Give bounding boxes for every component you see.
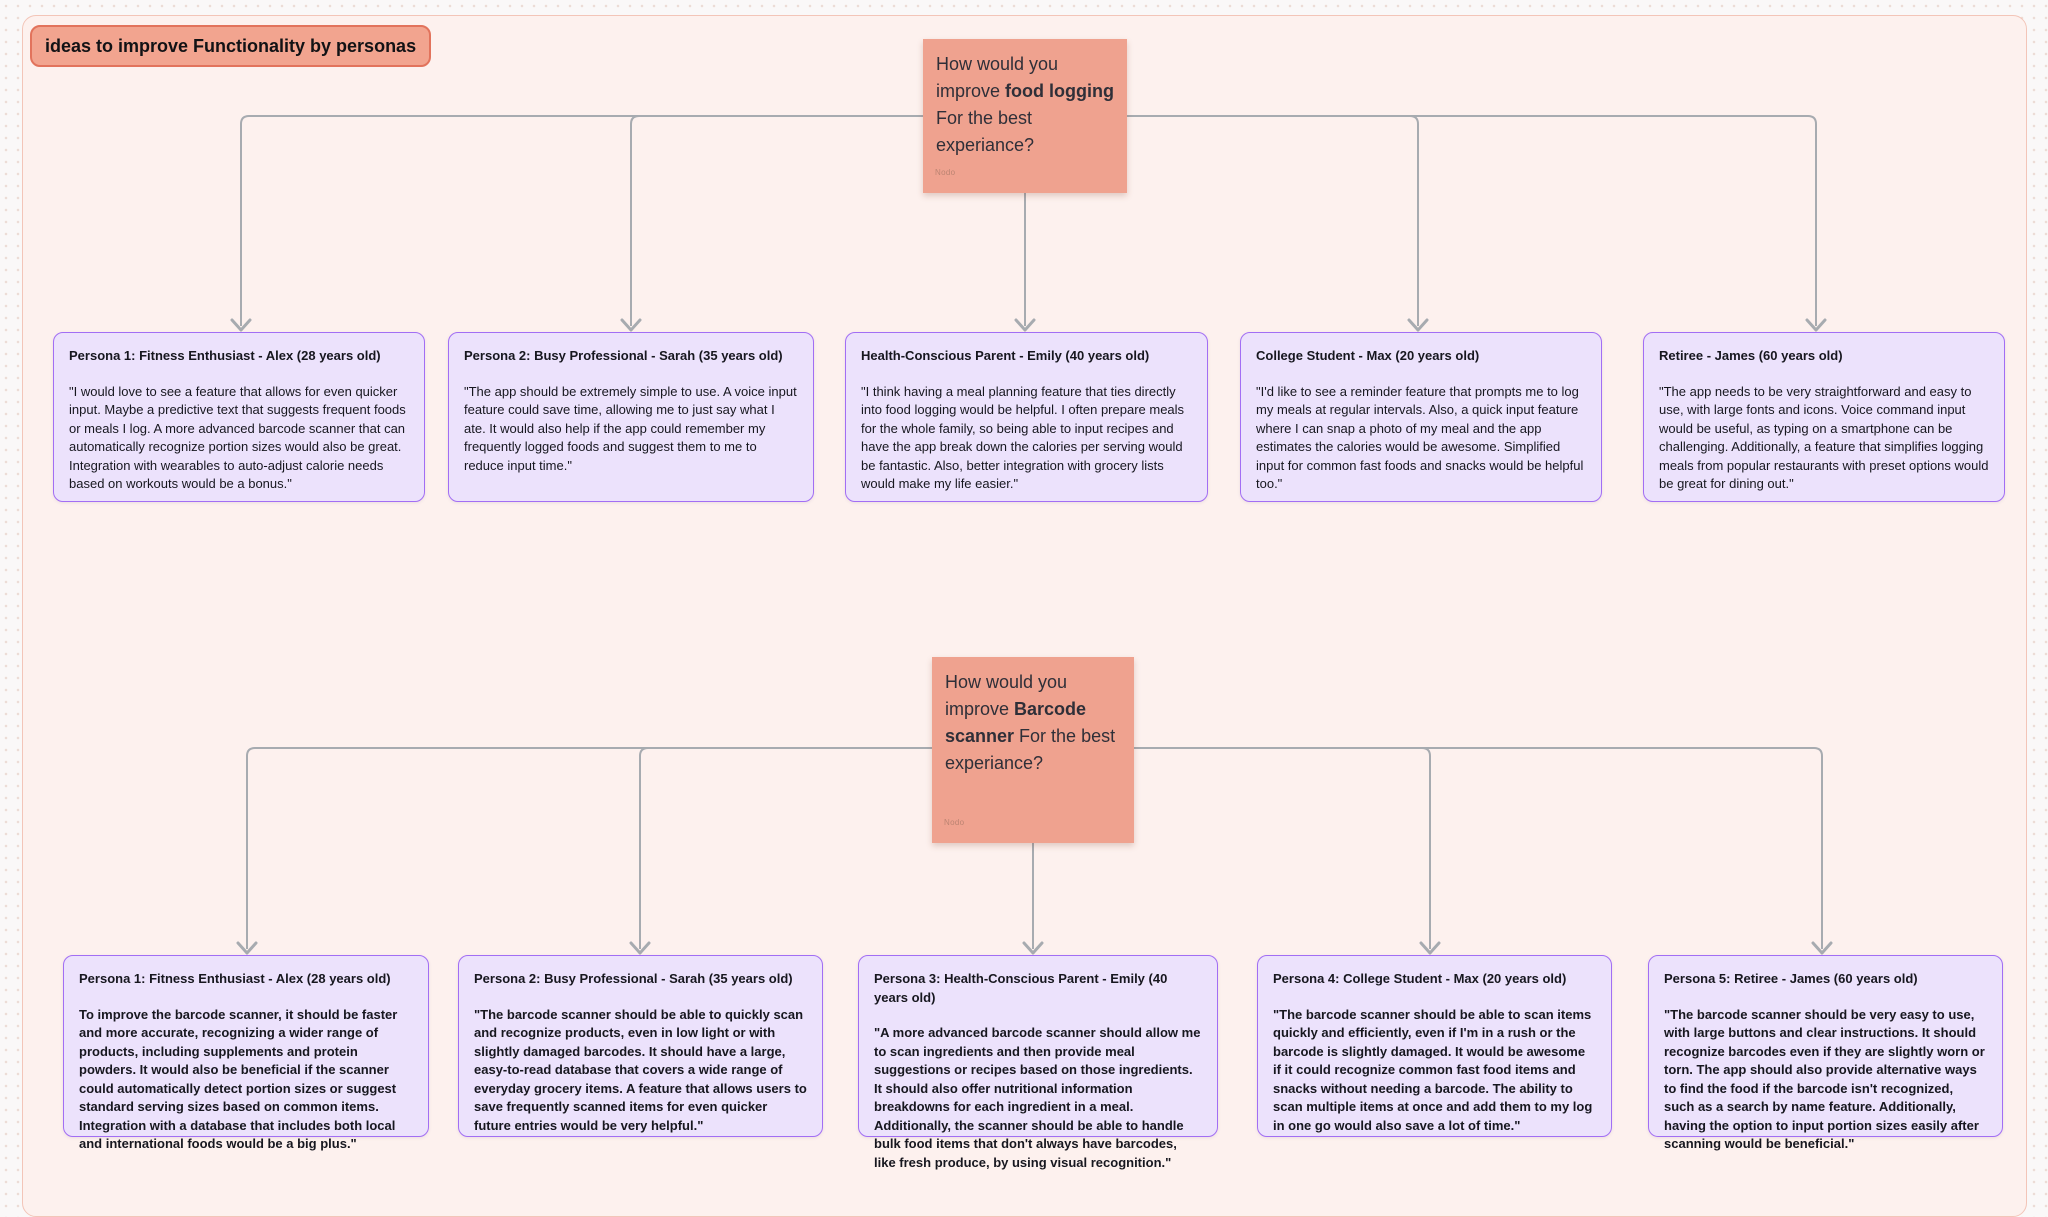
persona-card-body: To improve the barcode scanner, it shoul…	[79, 1006, 398, 1152]
persona-card-food-logging-2[interactable]: Persona 2: Busy Professional - Sarah (35…	[448, 332, 814, 502]
persona-card-title: Retiree - James (60 years old)	[1659, 348, 1843, 363]
persona-card-food-logging-1[interactable]: Persona 1: Fitness Enthusiast - Alex (28…	[53, 332, 425, 502]
note-watermark: Nodo	[944, 818, 965, 827]
persona-card-barcode-5[interactable]: Persona 5: Retiree - James (60 years old…	[1648, 955, 2003, 1151]
persona-card-body: "The barcode scanner should be able to q…	[474, 1006, 807, 1133]
persona-card-barcode-4[interactable]: Persona 4: College Student - Max (20 yea…	[1257, 955, 1612, 1137]
persona-card-title: Persona 3: Health-Conscious Parent - Emi…	[874, 971, 1168, 1005]
persona-card-body: "The app needs to be very straightforwar…	[1659, 383, 1989, 492]
persona-card-body: "The barcode scanner should be able to s…	[1273, 1006, 1593, 1133]
persona-card-body: "I would love to see a feature that allo…	[69, 383, 406, 492]
connector-lines	[230, 115, 1833, 955]
persona-card-barcode-1[interactable]: Persona 1: Fitness Enthusiast - Alex (28…	[63, 955, 429, 1151]
question-text: How would you improve food logging For t…	[936, 54, 1114, 155]
persona-card-body: "I think having a meal planning feature …	[861, 383, 1185, 492]
persona-card-title: Persona 2: Busy Professional - Sarah (35…	[464, 348, 783, 363]
persona-card-body: "A more advanced barcode scanner should …	[874, 1025, 1201, 1170]
question-sticky-note-barcode-scanner[interactable]: How would you improve Barcode scanner Fo…	[932, 657, 1134, 843]
persona-card-title: Persona 1: Fitness Enthusiast - Alex (28…	[69, 348, 381, 363]
persona-card-title: Health-Conscious Parent - Emily (40 year…	[861, 348, 1150, 363]
persona-card-barcode-3[interactable]: Persona 3: Health-Conscious Parent - Emi…	[858, 955, 1218, 1170]
persona-card-body: "I'd like to see a reminder feature that…	[1256, 383, 1584, 492]
persona-card-title: Persona 2: Busy Professional - Sarah (35…	[474, 971, 793, 986]
persona-card-food-logging-3[interactable]: Health-Conscious Parent - Emily (40 year…	[845, 332, 1208, 502]
persona-card-barcode-2[interactable]: Persona 2: Busy Professional - Sarah (35…	[458, 955, 823, 1137]
persona-card-title: Persona 4: College Student - Max (20 yea…	[1273, 971, 1567, 986]
question-text: How would you improve Barcode scanner Fo…	[945, 672, 1116, 773]
persona-card-title: Persona 1: Fitness Enthusiast - Alex (28…	[79, 971, 391, 986]
note-watermark: Nodo	[935, 168, 956, 177]
persona-card-title: Persona 5: Retiree - James (60 years old…	[1664, 971, 1918, 986]
persona-card-body: "The app should be extremely simple to u…	[464, 383, 797, 473]
persona-card-body: "The barcode scanner should be very easy…	[1664, 1006, 1985, 1152]
persona-card-title: College Student - Max (20 years old)	[1256, 348, 1480, 363]
question-sticky-note-food-logging[interactable]: How would you improve food logging For t…	[923, 39, 1127, 193]
frame-title-chip[interactable]: ideas to improve Functionality by person…	[30, 25, 432, 67]
persona-card-food-logging-4[interactable]: College Student - Max (20 years old) "I'…	[1240, 332, 1602, 502]
persona-card-food-logging-5[interactable]: Retiree - James (60 years old) "The app …	[1643, 332, 2005, 502]
frame-title-label: ideas to improve Functionality by person…	[45, 35, 417, 56]
